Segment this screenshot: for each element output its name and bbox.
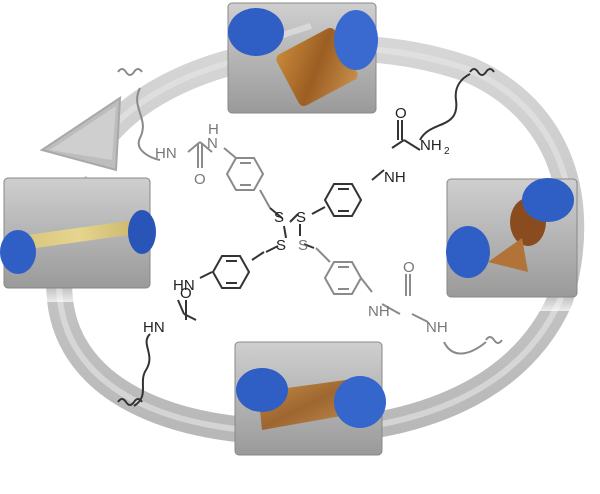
- lower-right-arm: [315, 247, 503, 355]
- label-nh2: NH: [420, 137, 442, 154]
- label-o-upper-right: O: [395, 105, 407, 122]
- glove-left-left: [0, 230, 36, 274]
- cycle-arrowhead: [39, 96, 122, 172]
- label-h-upper: H: [208, 121, 219, 138]
- label-s1: S: [274, 209, 284, 226]
- label-o-upper-left: O: [194, 171, 206, 188]
- label-hn-upper-left: HN: [155, 145, 177, 162]
- upper-right-arm: [311, 68, 495, 217]
- label-n-upper: N: [207, 135, 218, 152]
- glove-right-top: [334, 10, 378, 70]
- label-nh-lower-right-1: NH: [368, 303, 390, 320]
- glove-lower-right: [446, 226, 490, 278]
- label-o-left-low: O: [180, 285, 192, 302]
- photo-right-pieces: [446, 178, 578, 311]
- glove-left-top: [228, 8, 284, 56]
- label-hn-left-low: HN: [143, 319, 165, 336]
- photo-bottom-stretch: [234, 341, 386, 469]
- label-s2: S: [296, 209, 306, 226]
- lower-left-arm: [117, 251, 265, 407]
- molecule-structure: [117, 68, 503, 407]
- label-nh-lower-right-2: NH: [426, 319, 448, 336]
- label-s4: S: [298, 237, 308, 254]
- glove-right-left: [128, 210, 156, 254]
- photo-top-cutting: [227, 2, 378, 127]
- glove-left-bottom: [236, 368, 288, 412]
- upper-left-arm: [117, 68, 271, 209]
- label-s3: S: [276, 237, 286, 254]
- glove-right-bottom: [334, 376, 386, 428]
- photo-left-healed: [0, 177, 156, 302]
- label-nh-right: NH: [384, 169, 406, 186]
- glove-upper-right: [522, 178, 574, 222]
- label-o-lower-right: O: [403, 259, 415, 276]
- disulfide-core: [265, 207, 315, 253]
- label-hn-left-mid: HN: [173, 277, 195, 294]
- label-nh2-subscript: 2: [444, 146, 450, 157]
- molecule-labels: HN H N O NH 2 O NH S S S S HN HN O NH O …: [143, 105, 450, 336]
